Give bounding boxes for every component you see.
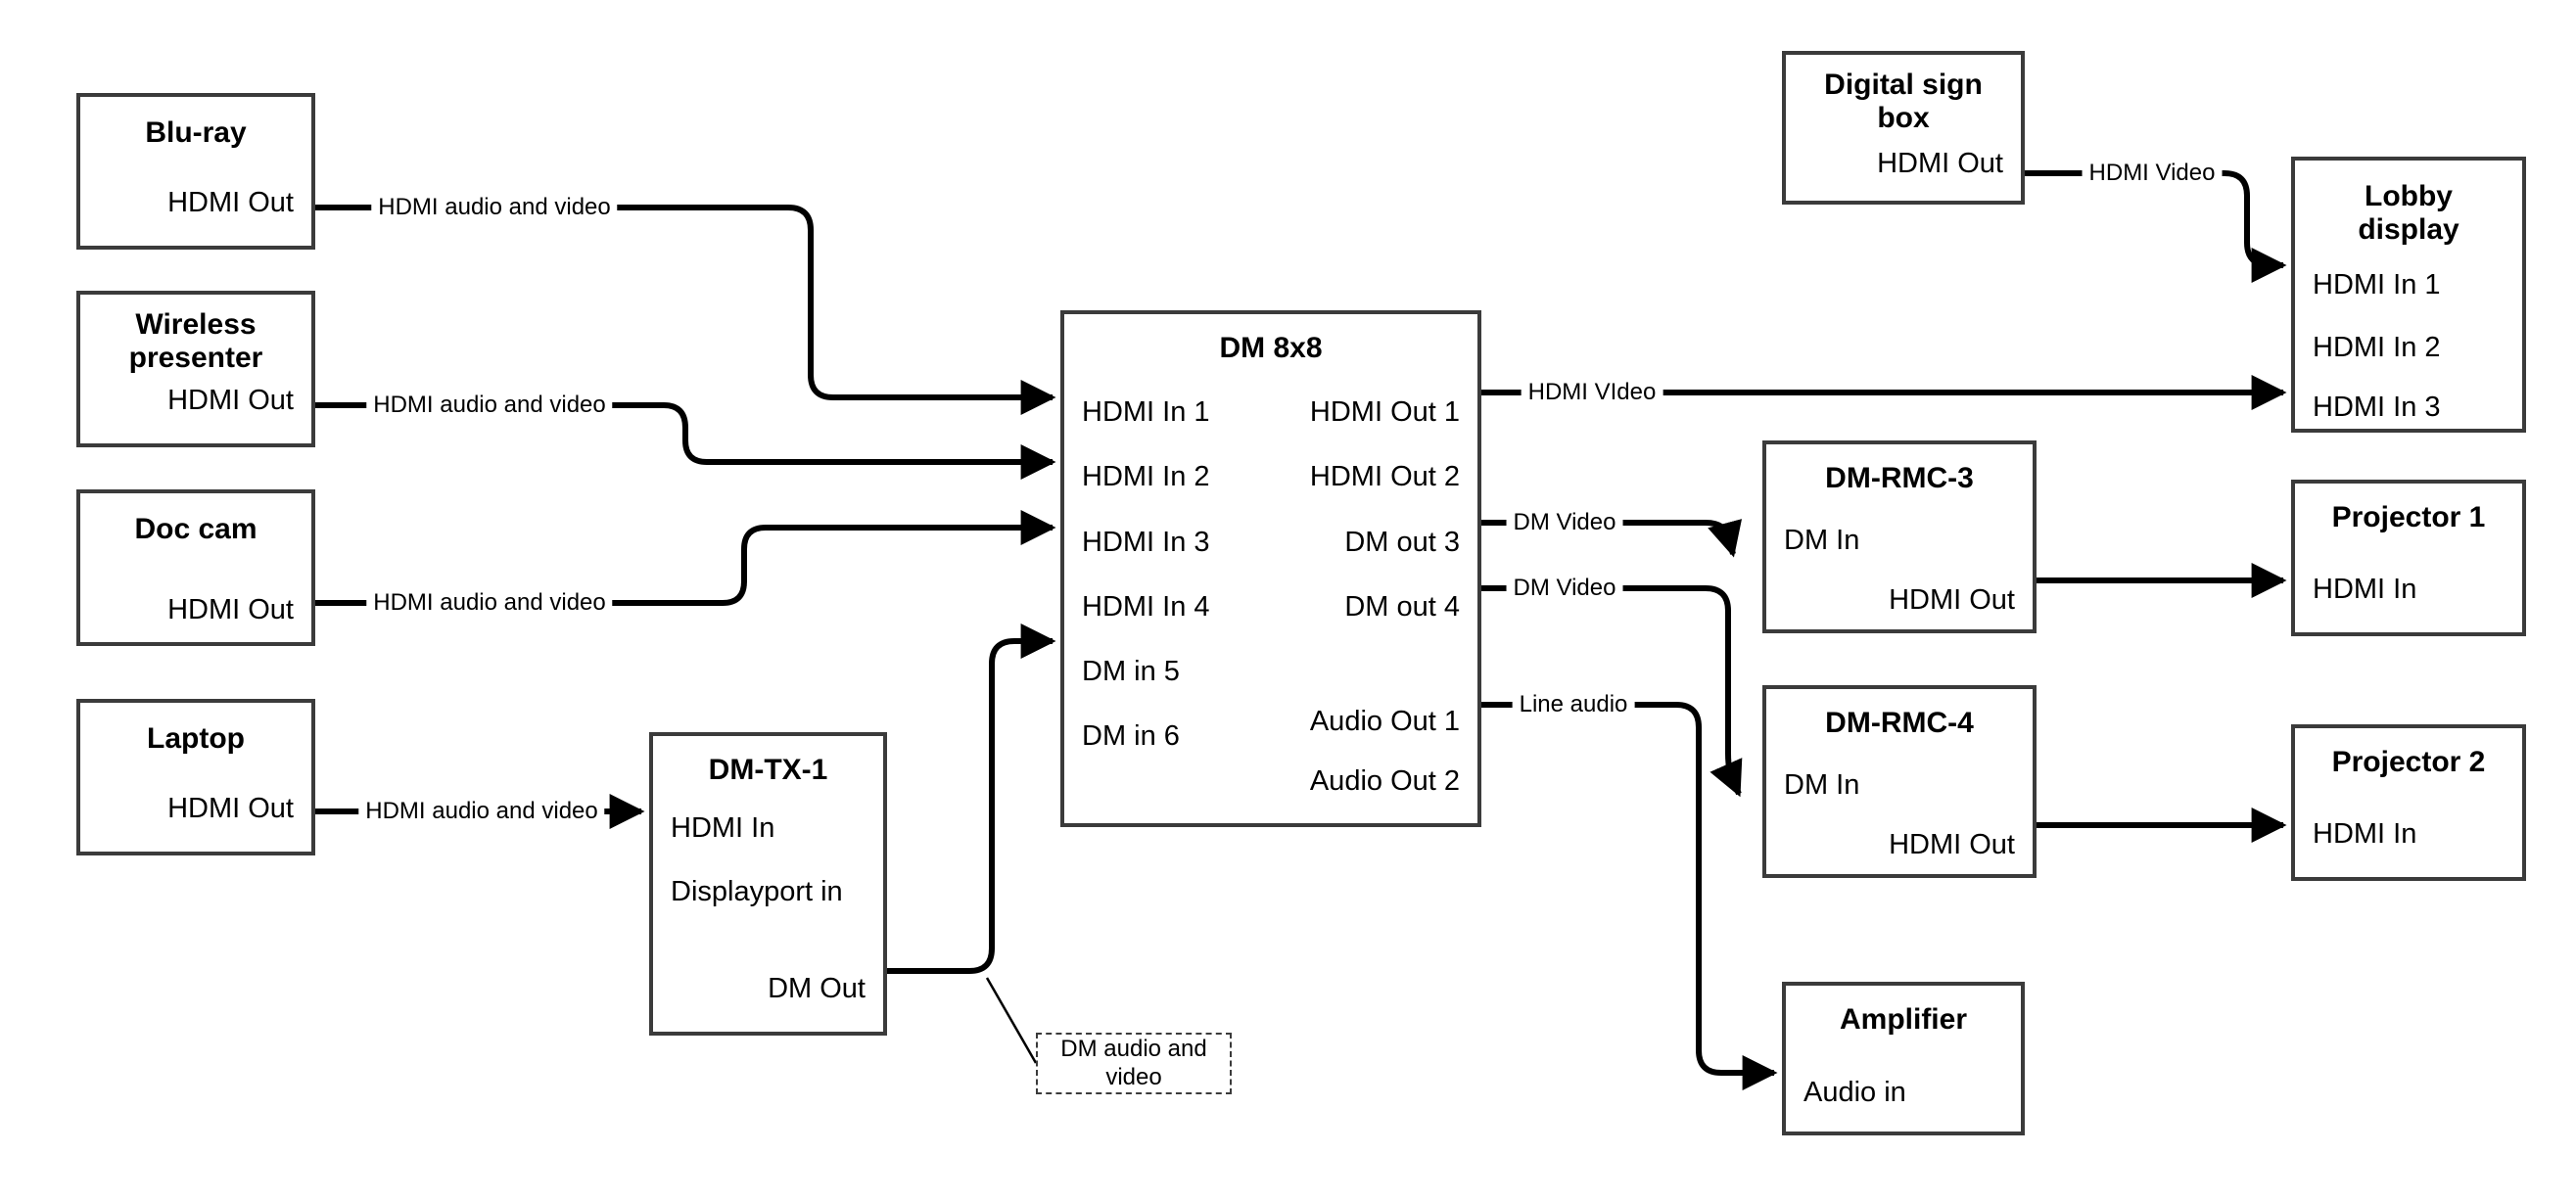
port-dm-tx-1-hdmi-in[interactable]: HDMI In (671, 812, 775, 844)
port-dm-8x8-dm-in-5[interactable]: DM in 5 (1082, 656, 1180, 687)
port-dm-8x8-dm-in-6[interactable]: DM in 6 (1082, 720, 1180, 752)
wire-label-dm-out-3-to-rmc-3: DM Video (1506, 511, 1623, 534)
wire-label-blu-ray-to-hdmi-in-1: HDMI audio and video (371, 196, 618, 219)
port-amplifier-audio-in[interactable]: Audio in (1803, 1077, 1906, 1108)
wire-label-laptop-to-dm-tx-1: HDMI audio and video (358, 800, 605, 823)
port-dm-8x8-hdmi-in-3[interactable]: HDMI In 3 (1082, 527, 1210, 558)
port-dm-tx-1-dm-out[interactable]: DM Out (768, 973, 866, 1004)
port-lobby-display-hdmi-in-1[interactable]: HDMI In 1 (2313, 269, 2441, 300)
port-dm-8x8-hdmi-in-2[interactable]: HDMI In 2 (1082, 461, 1210, 492)
node-title-amplifier: Amplifier (1839, 1003, 1968, 1036)
node-title-laptop: Laptop (147, 722, 245, 755)
node-title-projector-1: Projector 1 (2331, 501, 2486, 533)
node-title-projector-2: Projector 2 (2331, 746, 2486, 778)
wire-label-audio-out-1-to-amplifier: Line audio (1512, 693, 1635, 716)
port-dm-8x8-dm-out-4[interactable]: DM out 4 (1344, 591, 1460, 623)
wire-label-digital-sign-to-lobby-in-1: HDMI Video (2082, 162, 2223, 185)
wire-dm-out-4-to-rmc-4 (1481, 585, 1743, 798)
node-title-blu-ray: Blu-ray (145, 116, 247, 149)
callout-dm-audio-and-video: DM audio and video (1036, 1033, 1232, 1094)
port-doc-cam-hdmi-out[interactable]: HDMI Out (167, 594, 294, 625)
node-projector-1[interactable]: Projector 1 HDMI In (2291, 480, 2526, 636)
node-title-lobby-display: Lobby display (2358, 180, 2459, 246)
wire-digital-sign-to-lobby-in-1 (2025, 170, 2287, 283)
wire-blu-ray-to-hdmi-in-1 (315, 205, 1056, 415)
port-dm-rmc-3-hdmi-out[interactable]: HDMI Out (1889, 584, 2015, 616)
port-digital-sign-box-hdmi-out[interactable]: HDMI Out (1877, 148, 2003, 179)
port-wireless-presenter-hdmi-out[interactable]: HDMI Out (167, 385, 294, 416)
port-dm-8x8-hdmi-in-4[interactable]: HDMI In 4 (1082, 591, 1210, 623)
port-projector-2-hdmi-in[interactable]: HDMI In (2313, 818, 2417, 850)
wire-dm-tx-1-to-dm-in-5 (887, 624, 1056, 974)
port-dm-tx-1-displayport-in[interactable]: Displayport in (671, 876, 843, 907)
port-dm-rmc-4-dm-in[interactable]: DM In (1784, 769, 1860, 801)
wire-audio-out-1-to-amplifier (1481, 702, 1778, 1090)
port-dm-8x8-audio-out-1[interactable]: Audio Out 1 (1309, 706, 1460, 737)
wire-wireless-to-hdmi-in-2 (315, 402, 1056, 480)
node-dm-rmc-4[interactable]: DM-RMC-4 DM In HDMI Out (1762, 685, 2037, 878)
node-projector-2[interactable]: Projector 2 HDMI In (2291, 724, 2526, 881)
wire-dm-out-3-to-rmc-3 (1481, 519, 1743, 558)
wire-label-dm-out-4-to-rmc-4: DM Video (1506, 577, 1623, 600)
node-title-digital-sign-box: Digital sign box (1824, 69, 1983, 134)
port-dm-8x8-audio-out-2[interactable]: Audio Out 2 (1309, 765, 1460, 797)
node-title-dm-rmc-4: DM-RMC-4 (1825, 707, 1974, 739)
port-dm-rmc-4-hdmi-out[interactable]: HDMI Out (1889, 829, 2015, 860)
port-projector-1-hdmi-in[interactable]: HDMI In (2313, 574, 2417, 605)
wire-label-doc-cam-to-hdmi-in-3: HDMI audio and video (366, 591, 613, 615)
port-lobby-display-hdmi-in-2[interactable]: HDMI In 2 (2313, 332, 2441, 363)
wire-doc-cam-to-hdmi-in-3 (315, 510, 1056, 606)
wire-label-wireless-to-hdmi-in-2: HDMI audio and video (366, 393, 613, 417)
node-title-dm-8x8: DM 8x8 (1219, 332, 1323, 364)
node-title-dm-tx-1: DM-TX-1 (708, 754, 828, 786)
node-title-dm-rmc-3: DM-RMC-3 (1825, 462, 1974, 494)
callout-leader-line (985, 977, 1038, 1064)
node-title-doc-cam: Doc cam (134, 513, 258, 545)
port-blu-ray-hdmi-out[interactable]: HDMI Out (167, 187, 294, 218)
port-dm-8x8-hdmi-in-1[interactable]: HDMI In 1 (1082, 396, 1210, 428)
wire-label-hdmi-out-1-to-lobby-in-3: HDMI VIdeo (1521, 381, 1663, 404)
port-dm-rmc-3-dm-in[interactable]: DM In (1784, 525, 1860, 556)
port-dm-8x8-hdmi-out-1[interactable]: HDMI Out 1 (1309, 396, 1460, 428)
node-title-wireless-presenter: Wireless presenter (128, 308, 263, 374)
port-laptop-hdmi-out[interactable]: HDMI Out (167, 793, 294, 824)
node-dm-rmc-3[interactable]: DM-RMC-3 DM In HDMI Out (1762, 440, 2037, 633)
port-dm-8x8-hdmi-out-2[interactable]: HDMI Out 2 (1309, 461, 1460, 492)
port-lobby-display-hdmi-in-3[interactable]: HDMI In 3 (2313, 392, 2441, 423)
port-dm-8x8-dm-out-3[interactable]: DM out 3 (1344, 527, 1460, 558)
